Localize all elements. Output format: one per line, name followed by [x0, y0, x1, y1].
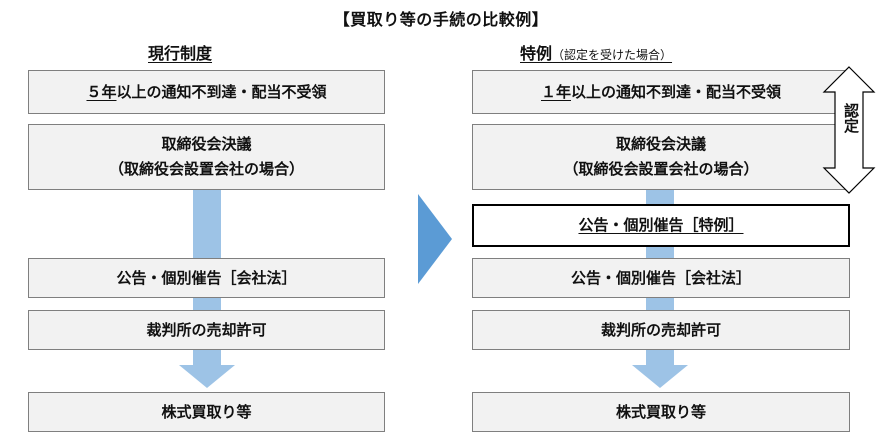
right-step-purchase-text: 株式買取り等	[615, 402, 706, 421]
transition-arrow	[418, 194, 452, 284]
left-step-notice-text: ５年以上の通知不到達・配当不受領	[86, 80, 326, 105]
page-title: 【買取り等の手続の比較例】	[333, 10, 549, 29]
left-step-notice: ５年以上の通知不到達・配当不受領	[28, 70, 385, 114]
right-step-special-notice: 公告・個別催告［特例］	[472, 204, 850, 247]
left-step-notice-rest: 以上の通知不到達・配当不受領	[116, 82, 327, 101]
right-heading-note: （認定を受けた場合）	[552, 48, 673, 62]
right-down-arrow-head-shape	[632, 365, 688, 388]
right-connector-special-to-notice	[646, 247, 674, 258]
right-step-court-permission: 裁判所の売却許可	[472, 310, 850, 350]
right-step-resolution-line2: （取締役会設置会社の場合）	[563, 160, 759, 178]
left-column-heading: 現行制度	[148, 40, 212, 64]
left-heading-text: 現行制度	[148, 44, 213, 63]
certification-double-arrow	[822, 66, 876, 194]
right-down-arrow-head	[632, 365, 688, 388]
right-step-notice-years: １年	[540, 82, 571, 101]
right-column-heading: 特例（認定を受けた場合）	[520, 40, 672, 64]
certification-label: 認定	[842, 103, 860, 133]
left-step-board-resolution: 取締役会決議 （取締役会設置会社の場合）	[28, 124, 385, 190]
left-step-court-permission-text: 裁判所の売却許可	[146, 320, 267, 339]
left-step-court-permission: 裁判所の売却許可	[28, 310, 385, 350]
left-step-purchase: 株式買取り等	[28, 392, 385, 432]
right-step-notice: １年以上の通知不到達・配当不受領	[472, 70, 850, 114]
right-connector-notice-to-court	[646, 298, 674, 310]
right-heading-text: 特例	[520, 44, 553, 63]
right-step-notice-rest: 以上の通知不到達・配当不受領	[571, 82, 782, 101]
right-step-board-resolution: 取締役会決議 （取締役会設置会社の場合）	[472, 124, 850, 190]
right-step-resolution-line1: 取締役会決議	[615, 135, 706, 154]
left-arrow-stem	[193, 350, 221, 366]
left-connector-resolution-to-notice	[193, 190, 221, 258]
transition-arrow-shape	[418, 194, 452, 284]
right-arrow-stem	[646, 350, 674, 366]
left-down-arrow-head-shape	[179, 365, 235, 388]
certification-double-arrow-shape	[822, 66, 876, 194]
left-connector-notice-to-court	[193, 298, 221, 310]
right-step-public-notice-text: 公告・個別催告［会社法］	[570, 268, 751, 287]
right-step-notice-text: １年以上の通知不到達・配当不受領	[541, 80, 781, 105]
right-step-court-permission-text: 裁判所の売却許可	[600, 320, 721, 339]
right-step-purchase: 株式買取り等	[472, 392, 850, 432]
left-step-public-notice: 公告・個別催告［会社法］	[28, 258, 385, 298]
left-step-notice-years: ５年	[86, 82, 117, 101]
left-down-arrow-head	[179, 365, 235, 388]
right-connector-resolution-to-special	[646, 190, 674, 204]
left-step-public-notice-text: 公告・個別催告［会社法］	[116, 268, 297, 287]
right-step-special-notice-text: 公告・個別催告［特例］	[578, 216, 744, 235]
left-step-resolution-line2: （取締役会設置会社の場合）	[108, 160, 304, 178]
right-step-public-notice: 公告・個別催告［会社法］	[472, 258, 850, 298]
left-step-purchase-text: 株式買取り等	[161, 402, 252, 421]
left-step-resolution-line1: 取締役会決議	[161, 135, 252, 154]
